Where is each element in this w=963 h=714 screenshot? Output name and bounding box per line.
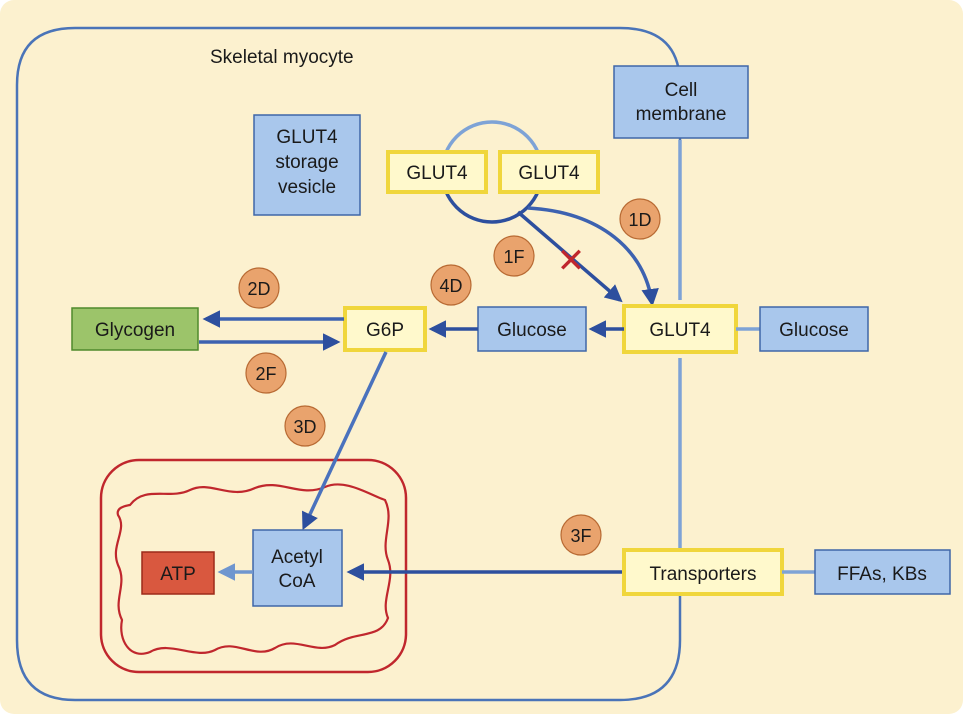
glucose-outside-label: Glucose xyxy=(779,320,849,341)
badge-3f: 3F xyxy=(560,514,602,556)
storage-vesicle-line2: storage xyxy=(275,152,338,173)
storage-vesicle-line3: vesicle xyxy=(278,177,336,198)
acetyl-coa-label-line1: Acetyl xyxy=(271,547,323,568)
cell-outline xyxy=(15,26,682,702)
storage-vesicle-line1: GLUT4 xyxy=(276,127,338,148)
mitochondrion-outer xyxy=(99,458,408,674)
ffas-kbs-label: FFAs, KBs xyxy=(837,564,927,585)
glucose-inside-box xyxy=(477,306,587,352)
svg-text:4D: 4D xyxy=(439,276,462,296)
ffas-kbs-box xyxy=(814,549,951,595)
cell-membrane-box xyxy=(613,65,749,139)
g6p-label: G6P xyxy=(366,320,404,341)
g6p-box xyxy=(343,306,427,352)
vesicle-glut4-left-box xyxy=(386,150,488,194)
cell-membrane-label-line2: membrane xyxy=(636,104,727,125)
acetyl-coa-label-line2: CoA xyxy=(279,571,316,592)
acetyl-coa-box xyxy=(252,529,343,607)
svg-text:1D: 1D xyxy=(628,210,651,230)
arrow-1f-blocked xyxy=(516,210,623,303)
badge-1d: 1D xyxy=(619,198,661,240)
badge-3d: 3D xyxy=(284,405,326,447)
glucose-inside-label: Glucose xyxy=(497,320,567,341)
atp-label: ATP xyxy=(160,564,196,585)
badge-1f: 1F xyxy=(493,235,535,277)
svg-text:2F: 2F xyxy=(255,364,276,384)
glycogen-box xyxy=(71,307,199,351)
badge-4d: 4D xyxy=(430,264,472,306)
vesicle-glut4-right-label: GLUT4 xyxy=(518,163,580,184)
arrow-g6p-to-acetylcoa-3d xyxy=(302,351,388,531)
glut4-storage-vesicle-box xyxy=(253,114,361,216)
vesicle-glut4-left-label: GLUT4 xyxy=(406,163,468,184)
transporters-label: Transporters xyxy=(650,564,757,585)
cell-membrane-label-line1: Cell xyxy=(665,80,698,101)
atp-box xyxy=(141,551,215,595)
svg-text:2D: 2D xyxy=(247,279,270,299)
membrane-glut4-label: GLUT4 xyxy=(649,320,711,341)
svg-text:3F: 3F xyxy=(570,526,591,546)
glycogen-label: Glycogen xyxy=(95,320,175,341)
glucose-outside-box xyxy=(759,306,869,352)
arrow-1d xyxy=(527,206,659,307)
svg-text:1F: 1F xyxy=(503,247,524,267)
badge-2f: 2F xyxy=(245,352,287,394)
blocked-x-marker: ✕ xyxy=(557,241,586,281)
badge-2d: 2D xyxy=(238,267,280,309)
mitochondrion-cristae xyxy=(114,483,392,655)
svg-text:3D: 3D xyxy=(293,417,316,437)
vesicle-glut4-right-box xyxy=(498,150,600,194)
cell-label: Skeletal myocyte xyxy=(210,47,354,68)
